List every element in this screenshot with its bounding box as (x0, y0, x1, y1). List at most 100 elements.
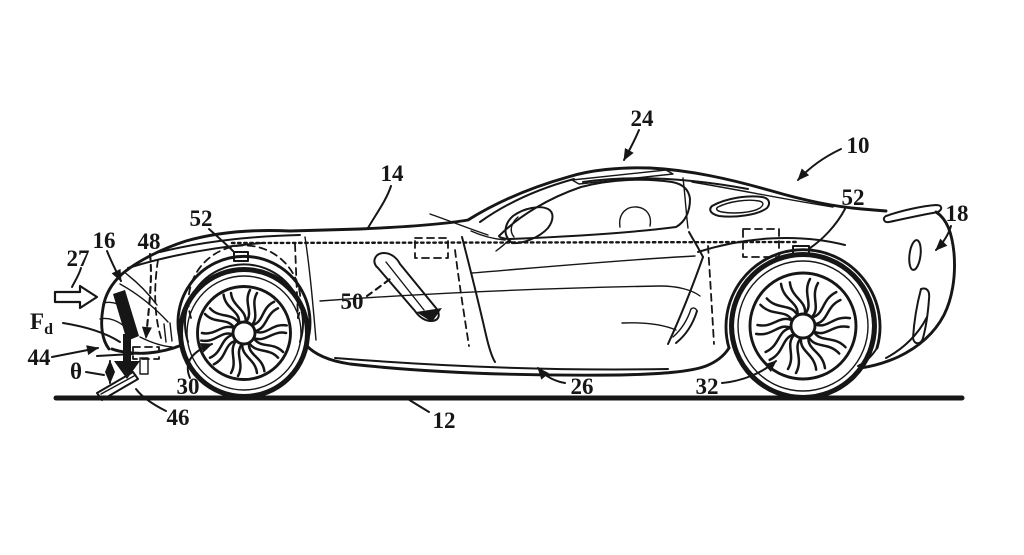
label-32: 32 (696, 374, 719, 399)
seat-headrest (619, 206, 652, 228)
leader-44 (51, 345, 99, 358)
leader-theta (85, 371, 105, 376)
b-pillar-line (682, 177, 689, 229)
label-12: 12 (433, 408, 456, 433)
tail-profile (859, 210, 956, 370)
dashed-box-hood (414, 237, 449, 259)
front-arch-sensor (233, 251, 249, 262)
brake-scoop-inner (672, 307, 698, 338)
leader-12 (407, 398, 430, 413)
label-50: 50 (341, 289, 364, 314)
front-spokes (197, 288, 291, 378)
hidden-lines (132, 228, 800, 360)
reference-numerals: 27 16 48 52 14 24 10 52 18 Fd 44 θ 46 30… (28, 106, 969, 433)
front-wheel (178, 267, 310, 399)
rocker-shelf-line (621, 322, 677, 331)
tail-light (908, 239, 922, 271)
beltline-dotted (230, 240, 800, 245)
front-corner-black-slash (113, 290, 139, 341)
side-vent-blade-inner (385, 261, 425, 311)
label-24: 24 (631, 106, 655, 131)
rear-tire-inner (737, 260, 869, 392)
body-mid-character-line (319, 285, 701, 302)
dashed-vertical-door-front (454, 249, 470, 347)
brake-scoop-outer (675, 310, 698, 344)
leader-14 (367, 185, 392, 229)
rear-tire-outer (729, 252, 877, 400)
rear-wheel-arch-outer (724, 248, 882, 350)
front-lower-fascia (110, 343, 184, 355)
label-46: 46 (167, 405, 190, 430)
side-vent-black-tip (416, 308, 442, 322)
side-glass (498, 178, 691, 240)
rear-bumper-inner-line (885, 316, 928, 359)
rear-wheel (729, 252, 877, 400)
label-26: 26 (571, 374, 594, 399)
label-52-front: 52 (190, 206, 213, 231)
leader-52-front (208, 228, 234, 252)
leader-fd (62, 322, 121, 343)
label-44: 44 (28, 345, 52, 370)
rear-bumper-blade (912, 287, 931, 345)
front-wheel-arch-outer (176, 254, 312, 347)
cowl-line (429, 213, 489, 236)
leader-52-rear (809, 208, 846, 249)
fender-door-seam (304, 236, 317, 341)
front-tire-outer (178, 267, 310, 399)
roof-inner-line (582, 177, 749, 190)
label-27: 27 (67, 246, 90, 271)
label-theta: θ (70, 359, 82, 384)
dashed-vertical-door-rear (707, 245, 715, 345)
roof-panel-edge (571, 169, 674, 185)
fascia-inner-edge-1 (163, 323, 167, 343)
front-splitter-assembly (53, 284, 149, 401)
fascia-inner-edge-2 (169, 322, 173, 342)
quarter-window-inner (715, 199, 764, 214)
label-52-rear: 52 (842, 185, 865, 210)
label-48: 48 (138, 229, 161, 254)
leader-26 (537, 367, 566, 384)
label-16: 16 (93, 228, 116, 253)
leader-18 (935, 225, 952, 251)
label-30: 30 (177, 374, 200, 399)
side-mirror-stem (495, 239, 510, 252)
leader-48-dashed (141, 252, 152, 340)
splitter-blade-inner (100, 375, 135, 395)
leader-50-dashed (365, 277, 392, 298)
leader-30 (186, 343, 213, 379)
a-pillar-inner-line (479, 178, 575, 223)
door-upper-character-line (471, 255, 696, 274)
rear-rim (748, 271, 858, 381)
label-10: 10 (847, 133, 870, 158)
front-rim (196, 285, 292, 381)
downforce-arrow (114, 334, 140, 379)
front-tire-inner (186, 275, 302, 391)
label-14: 14 (381, 161, 405, 186)
leader-lines (51, 129, 952, 413)
side-mirror-inner (510, 216, 519, 238)
leader-27 (71, 267, 82, 288)
label-18: 18 (946, 201, 969, 226)
dashed-box-quarter (742, 228, 780, 258)
door-rear-shutline (688, 231, 704, 258)
dashed-front-arch-liner (187, 244, 302, 319)
side-vent-blade (373, 252, 440, 322)
fender-top-line (159, 234, 301, 253)
rocker-inner-line (334, 357, 669, 371)
quarter-window (709, 195, 771, 218)
airflow-block-arrow (53, 284, 99, 310)
rear-glass-lower-line (691, 181, 834, 208)
wiper-line (470, 230, 506, 241)
rocker-outline (304, 343, 731, 377)
leader-46 (135, 388, 167, 412)
dashed-fascia-duct (154, 259, 162, 339)
rear-spokes (752, 277, 854, 375)
dashed-actuator-box (132, 346, 160, 360)
rear-fender-flare-edge (667, 256, 704, 345)
rear-wheel-arch-inner (732, 254, 874, 347)
side-mirror (504, 206, 554, 245)
splitter-blade (96, 371, 139, 401)
label-fd: Fd (30, 309, 53, 338)
